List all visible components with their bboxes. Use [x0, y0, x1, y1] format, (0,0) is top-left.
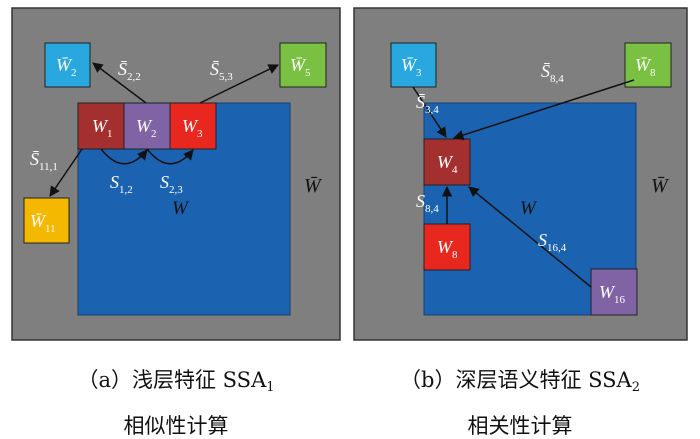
panel-a-outer-label: W̄ — [304, 175, 323, 197]
edge-label-s23: S2,3 — [160, 172, 183, 196]
caption-a-line2: 相似性计算 — [123, 413, 229, 438]
box-w3-label: W3 — [182, 116, 203, 140]
box-w8-bar-label: W̄8 — [635, 55, 656, 79]
edge-label-s84: S8,4 — [416, 191, 439, 215]
box-w11-bar-label: W̄11 — [30, 211, 56, 235]
panel-b: W̄ W W̄3 W̄8 W4 W8 W16 S̄3,4 S̄8,4 S8,4 … — [353, 7, 688, 341]
caption-b-line2: 相关性计算 — [467, 413, 573, 438]
box-w5-bar — [279, 42, 327, 88]
box-w2-label: W2 — [136, 116, 157, 140]
curve-w1-to-w2 — [100, 148, 148, 165]
box-w3 — [169, 102, 217, 150]
box-w5-bar-label: W̄5 — [290, 55, 311, 79]
arrow-w3bar-to-w4 — [412, 86, 447, 138]
arrow-w3-to-w5bar — [199, 64, 279, 104]
diagram-canvas: W̄ W W1 W2 W3 W̄2 W̄5 W̄11 S̄2,2 S̄5,3 S… — [11, 7, 688, 341]
edge-label-s22: S̄2,2 — [118, 59, 141, 83]
edge-label-s34-bar: S̄3,4 — [416, 92, 439, 116]
box-w8 — [423, 223, 471, 271]
arrow-w8bar-to-w4 — [453, 79, 635, 141]
box-w8-label: W8 — [437, 237, 458, 261]
edge-label-s53: S̄5,3 — [210, 59, 233, 83]
panel-b-outer-label: W̄ — [651, 175, 670, 197]
box-w16-label: W16 — [599, 282, 626, 306]
caption-b-line1: （b）深层语义特征 SSA2 — [400, 368, 640, 395]
edge-label-s164: S16,4 — [538, 230, 567, 254]
box-w4-label: W4 — [437, 152, 458, 176]
box-w11-bar — [23, 197, 70, 244]
curve-w2-to-w3 — [146, 148, 194, 165]
box-w2-bar — [44, 42, 91, 88]
box-w3-bar-label: W̄3 — [401, 55, 422, 79]
panel-a-inner-label: W — [172, 198, 190, 219]
arrow-w2-to-w2bar — [92, 62, 147, 104]
caption-a-line1: （a）浅层特征 SSA1 — [77, 368, 275, 395]
box-w1-label: W1 — [92, 116, 113, 140]
edge-label-s84-bar: S̄8,4 — [541, 61, 564, 85]
box-w16 — [590, 268, 638, 316]
edge-label-s12: S1,2 — [110, 172, 133, 196]
box-w2 — [123, 102, 171, 150]
caption-a: （a）浅层特征 SSA1 相似性计算 — [6, 368, 346, 439]
edge-label-s111: S̄11,1 — [30, 149, 58, 173]
arrow-w16-to-w4 — [468, 186, 592, 288]
arrow-w1-to-w11bar — [49, 148, 83, 197]
box-w4 — [423, 138, 471, 186]
panel-a: W̄ W W1 W2 W3 W̄2 W̄5 W̄11 S̄2,2 S̄5,3 S… — [11, 7, 341, 341]
panel-b-inner-label: W — [520, 198, 538, 219]
caption-b: （b）深层语义特征 SSA2 相关性计算 — [350, 368, 690, 439]
box-w2-bar-label: W̄2 — [56, 55, 77, 79]
